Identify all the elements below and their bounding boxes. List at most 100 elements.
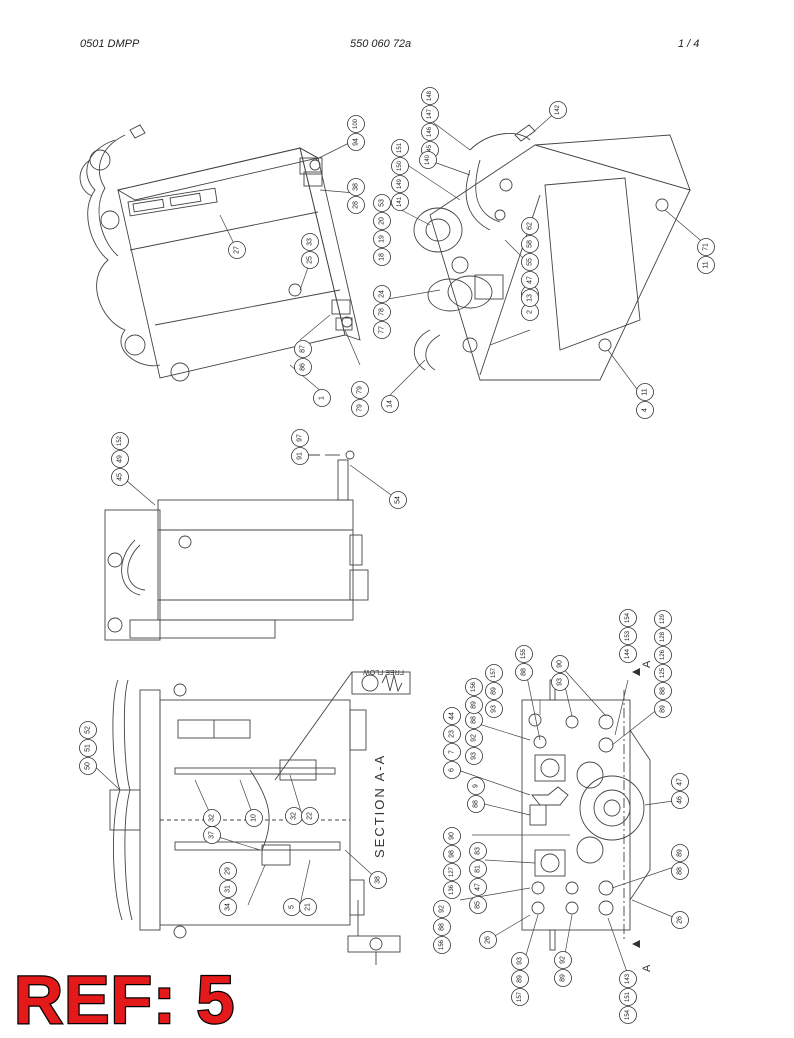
- callout-balloon: [521, 289, 539, 307]
- callout-balloon: [228, 241, 246, 259]
- callout-group-c21: 54: [389, 491, 407, 509]
- callout-number: 89: [517, 975, 524, 983]
- callout-number: 140: [425, 154, 431, 165]
- callout-balloon: [636, 383, 654, 401]
- callout-group-c6: 86 87: [294, 340, 312, 376]
- callout-balloon: [443, 725, 461, 743]
- callout-number: 9: [473, 784, 480, 788]
- callout-balloon: [373, 321, 391, 339]
- callout-number: 157: [491, 667, 497, 678]
- cut-marker-top: A: [641, 660, 653, 668]
- callout-balloon: [619, 970, 637, 988]
- callout-balloon: [79, 721, 97, 739]
- callout-balloon: [479, 931, 497, 949]
- callout-number: 31: [225, 885, 232, 893]
- callout-number: 94: [353, 138, 360, 146]
- callout-balloon: [443, 863, 461, 881]
- callout-balloon: [654, 682, 672, 700]
- callout-number: 21: [305, 903, 312, 911]
- callout-balloon: [347, 115, 365, 133]
- side-view: [104, 450, 369, 641]
- callout-balloon: [219, 862, 237, 880]
- callout-number: 86: [300, 363, 307, 371]
- callout-balloon: [521, 217, 539, 235]
- callout-balloon: [671, 911, 689, 929]
- callout-number: 145: [427, 144, 433, 155]
- callout-balloon: [381, 395, 399, 413]
- callout-number: 151: [625, 991, 631, 1002]
- callout-balloon: [347, 196, 365, 214]
- callout-group-c28: 5 21: [283, 898, 317, 916]
- callout-balloon: [373, 230, 391, 248]
- callout-balloon: [443, 881, 461, 899]
- callout-balloon: [294, 340, 312, 358]
- iso-view-pump-assembly: [413, 124, 691, 381]
- callout-balloon: [467, 777, 485, 795]
- callout-balloon: [391, 193, 409, 211]
- callout-balloon: [465, 729, 483, 747]
- callout-balloon: [671, 862, 689, 880]
- callout-balloon: [391, 157, 409, 175]
- header-model: 0501 DMPP: [80, 38, 140, 50]
- callout-number: 38: [353, 183, 360, 191]
- callout-number: 151: [397, 142, 403, 153]
- callout-group-c1: 1: [313, 389, 331, 407]
- callout-number: 5: [289, 905, 296, 909]
- callout-group-c44: 26: [479, 931, 497, 949]
- callout-number: 79: [357, 386, 364, 394]
- callout-number: 24: [379, 290, 386, 298]
- callout-number: 92: [471, 734, 478, 742]
- callout-balloon: [245, 809, 263, 827]
- callout-balloon: [465, 678, 483, 696]
- callout-balloon: [389, 491, 407, 509]
- cut-marker-bottom: A: [641, 964, 653, 972]
- callout-balloon: [373, 194, 391, 212]
- callout-number: 155: [521, 648, 527, 659]
- callout-balloon: [421, 123, 439, 141]
- callout-balloon: [485, 664, 503, 682]
- callout-number: 47: [527, 276, 534, 284]
- callout-number: 88: [521, 668, 528, 676]
- callout-balloon: [654, 664, 672, 682]
- callout-balloon: [291, 429, 309, 447]
- header-drawing-number: 550 060 72a: [350, 38, 412, 50]
- callout-number: 127: [449, 866, 455, 877]
- callout-balloon: [469, 842, 487, 860]
- callout-balloon: [697, 238, 715, 256]
- callout-number: 92: [560, 956, 567, 964]
- header-page-number: 1 / 4: [678, 38, 700, 50]
- callout-number: 93: [491, 705, 498, 713]
- callout-number: 29: [225, 867, 232, 875]
- callout-balloon: [351, 399, 369, 417]
- callout-number: 55: [527, 258, 534, 266]
- iso-view-tank: [79, 124, 361, 382]
- callout-number: 88: [677, 867, 684, 875]
- callout-balloon: [443, 761, 461, 779]
- callout-number: 25: [307, 256, 314, 264]
- callout-number: 50: [85, 762, 92, 770]
- callout-number: 87: [300, 345, 307, 353]
- callout-number: 1: [319, 396, 326, 400]
- callout-number: 38: [375, 876, 382, 884]
- callout-balloon: [79, 739, 97, 757]
- callout-balloon: [469, 860, 487, 878]
- callout-number: 23: [449, 730, 456, 738]
- callout-number: 156: [471, 681, 477, 692]
- callout-balloon: [511, 988, 529, 1006]
- callout-balloon: [433, 900, 451, 918]
- callout-balloon: [554, 951, 572, 969]
- callout-balloon: [485, 682, 503, 700]
- callout-balloon: [421, 87, 439, 105]
- callout-balloon: [433, 936, 451, 954]
- callout-number: 47: [677, 778, 684, 786]
- callout-balloon: [619, 645, 637, 663]
